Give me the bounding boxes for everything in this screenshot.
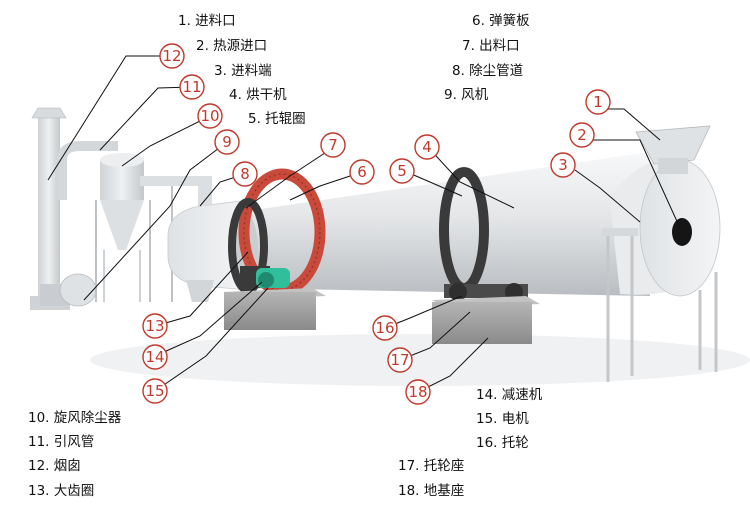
callout-number: 2 bbox=[577, 126, 587, 144]
legend-item-9: 9. 风机 bbox=[444, 87, 489, 103]
induced-duct bbox=[57, 141, 118, 200]
callout-number: 14 bbox=[145, 348, 164, 366]
callout-number: 18 bbox=[408, 383, 427, 401]
callout-9: 9 bbox=[214, 129, 240, 155]
legend-item-6: 6. 弹簧板 bbox=[472, 13, 530, 29]
fan bbox=[40, 273, 97, 307]
legend-item-4: 4. 烘干机 bbox=[229, 87, 287, 103]
callout-number: 13 bbox=[145, 317, 164, 335]
callout-16: 16 bbox=[372, 315, 398, 341]
floor-shadow bbox=[90, 334, 750, 386]
callout-13: 13 bbox=[142, 313, 168, 339]
callout-number: 5 bbox=[397, 162, 407, 180]
callout-14: 14 bbox=[142, 344, 168, 370]
callout-number: 6 bbox=[357, 163, 367, 181]
callout-number: 17 bbox=[390, 351, 409, 369]
legend-item-2: 2. 热源进口 bbox=[196, 38, 268, 54]
callout-number: 4 bbox=[422, 138, 432, 156]
legend-item-12: 12. 烟囱 bbox=[28, 458, 81, 474]
callout-3: 3 bbox=[550, 152, 576, 178]
callout-number: 11 bbox=[182, 78, 201, 96]
callout-11: 11 bbox=[179, 74, 205, 100]
legend-item-11: 11. 引风管 bbox=[28, 434, 95, 450]
legend-item-18: 18. 地基座 bbox=[398, 483, 465, 499]
callout-2: 2 bbox=[569, 122, 595, 148]
callout-7: 7 bbox=[320, 132, 346, 158]
legend-item-16: 16. 托轮 bbox=[476, 435, 529, 451]
legend-item-3: 3. 进料端 bbox=[214, 63, 272, 79]
legend-item-10: 10. 旋风除尘器 bbox=[28, 410, 122, 426]
legend-item-14: 14. 减速机 bbox=[476, 387, 543, 403]
callout-number: 8 bbox=[240, 165, 250, 183]
legend-item-5: 5. 托辊圈 bbox=[248, 111, 306, 127]
legend-item-7: 7. 出料口 bbox=[462, 38, 520, 54]
callout-8: 8 bbox=[232, 161, 258, 187]
callout-15: 15 bbox=[142, 378, 168, 404]
legend-item-17: 17. 托轮座 bbox=[398, 458, 465, 474]
feed-end bbox=[602, 158, 721, 382]
legend-item-8: 8. 除尘管道 bbox=[452, 63, 524, 79]
callout-18: 18 bbox=[405, 379, 431, 405]
discharge-hood bbox=[167, 176, 251, 302]
legend-item-1: 1. 进料口 bbox=[178, 13, 236, 29]
callout-1: 1 bbox=[585, 89, 611, 115]
legend-item-15: 15. 电机 bbox=[476, 411, 529, 427]
callout-number: 12 bbox=[162, 47, 181, 65]
callout-number: 3 bbox=[558, 156, 568, 174]
legend-item-13: 13. 大齿圈 bbox=[28, 483, 95, 499]
callout-number: 10 bbox=[200, 107, 219, 125]
reducer-and-motor bbox=[240, 266, 290, 288]
riding-ring-front bbox=[228, 198, 268, 294]
callout-6: 6 bbox=[349, 159, 375, 185]
callout-number: 7 bbox=[328, 136, 338, 154]
callout-17: 17 bbox=[387, 347, 413, 373]
callout-10: 10 bbox=[197, 103, 223, 129]
callout-5: 5 bbox=[389, 158, 415, 184]
callout-12: 12 bbox=[159, 43, 185, 69]
callout-number: 1 bbox=[593, 93, 603, 111]
cyclone-dust-collector bbox=[95, 153, 151, 302]
callout-number: 15 bbox=[145, 382, 164, 400]
callout-4: 4 bbox=[414, 134, 440, 160]
foundation-middle bbox=[432, 283, 540, 344]
foundation-left bbox=[224, 288, 326, 330]
callout-number: 9 bbox=[222, 133, 232, 151]
callout-number: 16 bbox=[375, 319, 394, 337]
